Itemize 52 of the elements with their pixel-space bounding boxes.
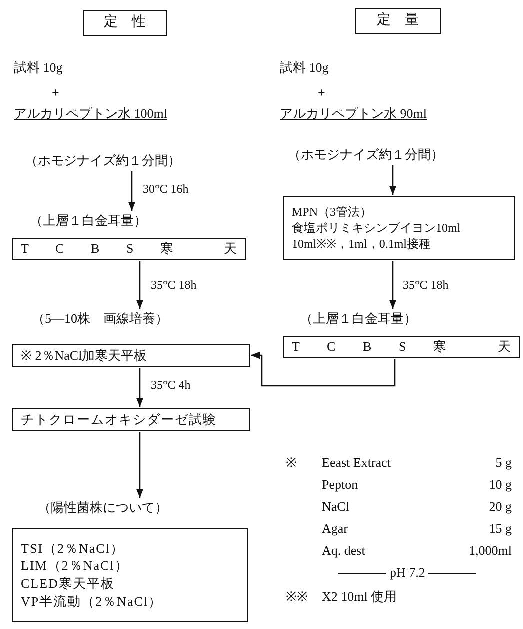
- edge-label: 35°C 18h: [150, 278, 198, 292]
- amount-text: 5 g: [494, 455, 512, 472]
- note-text: +: [52, 85, 60, 102]
- arrow: [251, 352, 396, 387]
- note-text: NaCl: [322, 499, 350, 516]
- process-box: [12, 528, 248, 622]
- box-text: VP半流動（2％NaCl）: [21, 592, 164, 610]
- reagent-text: アルカリペプトン水 100ml: [14, 106, 168, 123]
- note-text: 試料 10g: [280, 60, 329, 77]
- amount-text: 15 g: [488, 521, 512, 538]
- note-text: Aq. dest: [322, 543, 366, 560]
- amount-text: 1,000ml: [468, 543, 512, 560]
- note-text: +: [318, 85, 326, 102]
- process-box: T C B S 寒 天: [12, 238, 246, 260]
- note-text: X2 10ml 使用: [322, 589, 398, 606]
- step-note: （5—10株 画線培養）: [32, 310, 192, 328]
- box-text: CLED寒天平板: [21, 575, 116, 593]
- step-note: （ホモジナイズ約１分間）: [25, 152, 205, 170]
- note-text: Agar: [322, 521, 348, 538]
- amount-text: 10 g: [488, 477, 512, 494]
- edge-label: 35°C 18h: [402, 278, 450, 292]
- note-text: pH 7.2: [390, 565, 426, 582]
- edge-label: 30°C 16h: [142, 182, 190, 196]
- arrow: [136, 432, 144, 498]
- box-text: 10ml※※，1ml，0.1ml接種: [292, 236, 432, 252]
- note-text: Pepton: [322, 477, 358, 494]
- arrow: [128, 171, 136, 211]
- arrow: [136, 368, 144, 407]
- note-text: ※※: [286, 589, 308, 606]
- arrow: [389, 165, 397, 195]
- arrow: [389, 261, 397, 309]
- step-note: （上層１白金耳量）: [30, 212, 170, 230]
- arrow: [136, 261, 144, 309]
- note-text: Eeast Extract: [322, 455, 391, 472]
- note-text: 試料 10g: [14, 60, 63, 77]
- reagent-text: アルカリペプトン水 90ml: [280, 106, 427, 123]
- heading-box: 定 量: [355, 8, 441, 34]
- amount-text: 20 g: [488, 499, 512, 516]
- edge-label: 35°C 4h: [150, 378, 192, 392]
- process-box: ※ 2％NaCl加寒天平板: [12, 344, 250, 367]
- box-text: TSI（2％NaCl）: [21, 540, 126, 558]
- step-note: （上層１白金耳量）: [300, 310, 430, 328]
- box-text: LIM（2％NaCl）: [21, 557, 130, 575]
- process-box: [283, 196, 515, 260]
- heading-box: 定 性: [83, 10, 167, 36]
- box-text: 食塩ポリミキシンブイヨン10ml: [292, 220, 462, 236]
- box-text: MPN（3管法）: [292, 204, 374, 220]
- note-text: ※: [286, 455, 297, 472]
- process-box: チトクロームオキシダーゼ試験: [12, 408, 250, 431]
- step-note: （陽性菌株について）: [38, 499, 188, 517]
- step-note: （ホモジナイズ約１分間）: [288, 146, 478, 164]
- process-box: T C B S 寒 天: [283, 336, 520, 358]
